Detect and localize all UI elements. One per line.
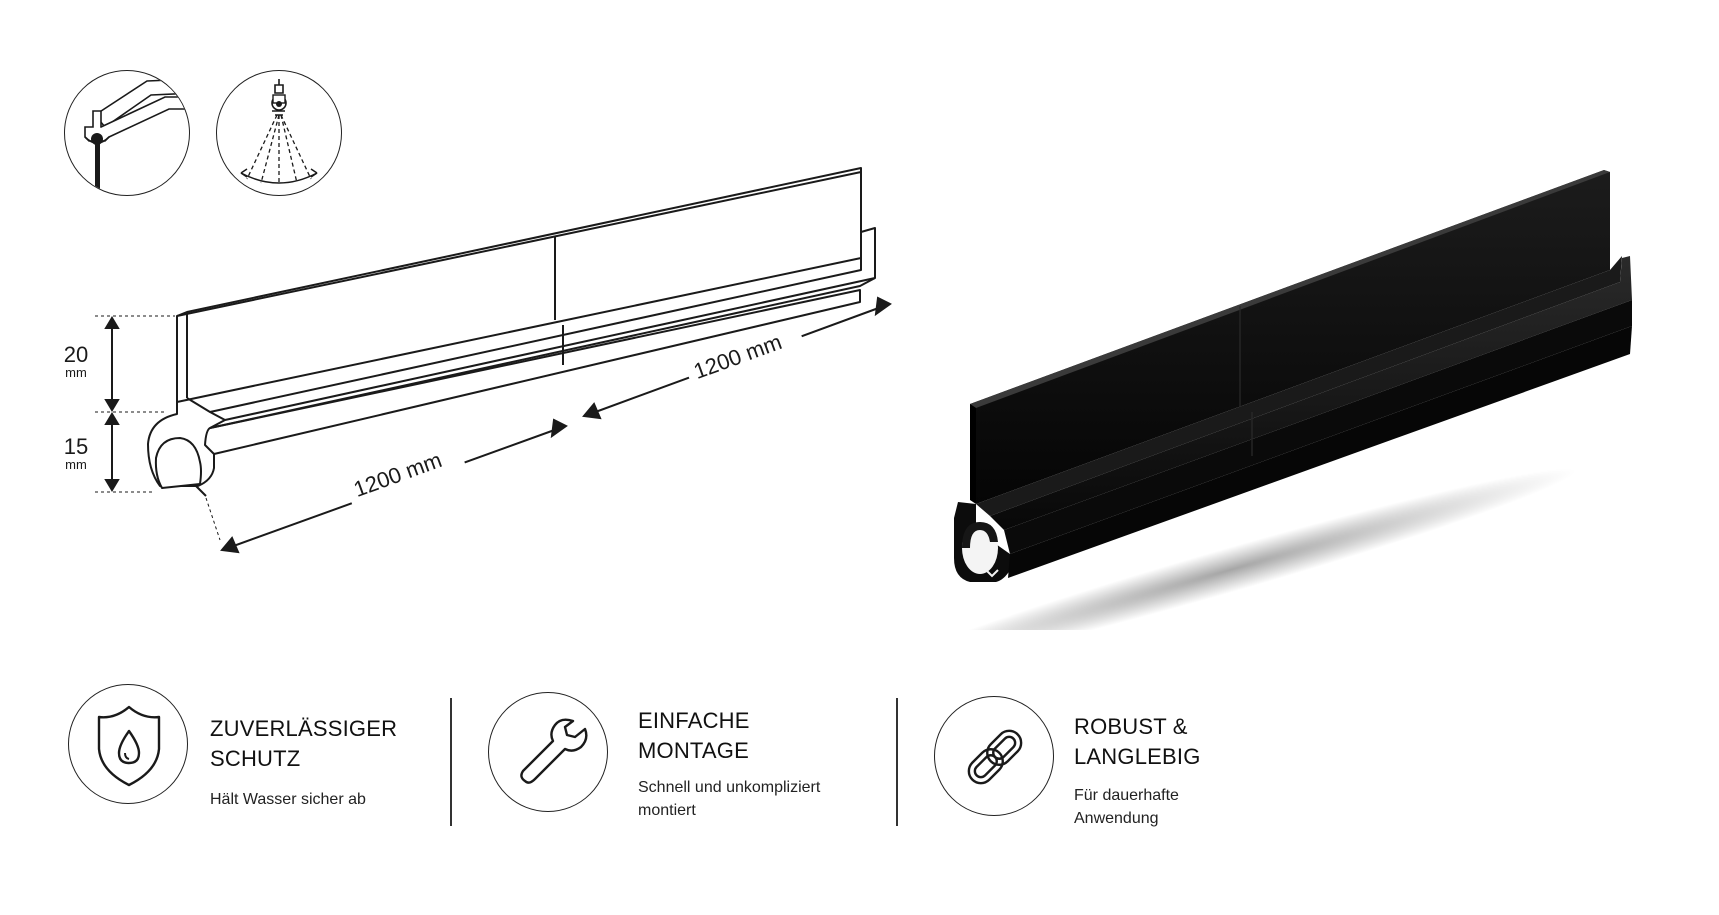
feature-protection-desc: Hält Wasser sicher ab	[210, 788, 366, 811]
height-top-value: 20	[63, 342, 89, 367]
height-bottom-value: 15	[63, 434, 89, 459]
height-top-unit: mm	[65, 365, 87, 380]
feature-mounting-desc-line2: montiert	[638, 802, 696, 819]
feature-durability-title-line1: ROBUST &	[1074, 714, 1188, 739]
feature-divider	[450, 698, 452, 826]
feature-protection-title-line1: ZUVERLÄSSIGER	[210, 716, 398, 741]
feature-mounting-desc-line1: Schnell und unkompliziert	[638, 779, 821, 796]
shield-water-drop-icon	[68, 684, 188, 804]
feature-durability-title: ROBUST & LANGLEBIG	[1074, 712, 1201, 772]
feature-mounting-title: EINFACHE MONTAGE	[638, 706, 750, 766]
feature-durability-desc-line1: Für dauerhafte	[1074, 787, 1179, 804]
rail-product-image	[900, 170, 1632, 630]
rail-line-drawing	[95, 167, 892, 554]
height-bottom-label: 15 mm	[56, 436, 96, 472]
water-spray-icon	[216, 70, 342, 196]
feature-protection-title-line2: SCHUTZ	[210, 746, 301, 771]
profile-cross-section-icon	[64, 70, 190, 196]
feature-divider	[896, 698, 898, 826]
feature-durability-desc: Für dauerhafte Anwendung	[1074, 784, 1179, 830]
chain-link-icon	[934, 696, 1054, 816]
height-bottom-unit: mm	[65, 457, 87, 472]
height-top-label: 20 mm	[56, 344, 96, 380]
feature-mounting-desc: Schnell und unkompliziert montiert	[638, 776, 820, 822]
feature-durability-title-line2: LANGLEBIG	[1074, 744, 1201, 769]
feature-protection-title: ZUVERLÄSSIGER SCHUTZ	[210, 714, 397, 774]
feature-durability-desc-line2: Anwendung	[1074, 810, 1159, 827]
feature-mounting-title-line2: MONTAGE	[638, 738, 749, 763]
wrench-icon	[488, 692, 608, 812]
feature-protection-desc-line1: Hält Wasser sicher ab	[210, 791, 366, 808]
feature-mounting-title-line1: EINFACHE	[638, 708, 750, 733]
